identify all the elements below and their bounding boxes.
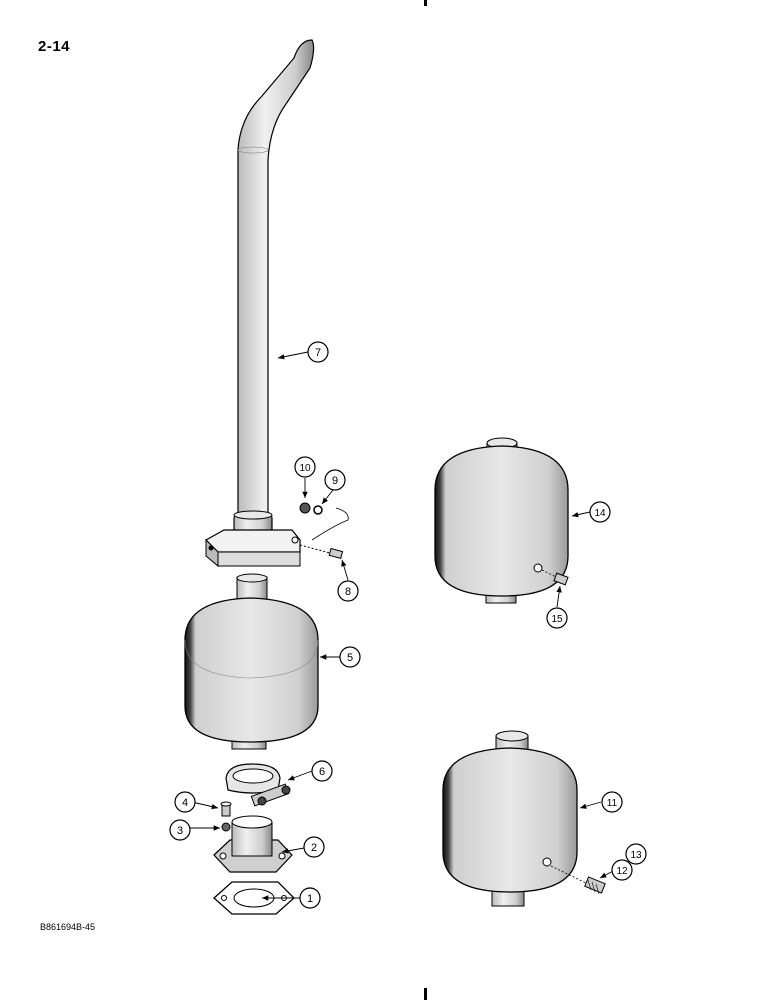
stack-mounting-bracket (205, 529, 301, 568)
exhaust-clamp (225, 763, 291, 807)
callout-leaders (190, 351, 616, 901)
svg-text:12: 12 (616, 866, 628, 877)
callout-3: 3 (169, 819, 191, 841)
svg-text:3: 3 (177, 825, 183, 837)
page-mark-bottom (424, 988, 427, 1000)
page-number: 2-14 (38, 38, 71, 55)
svg-text:2: 2 (311, 842, 317, 854)
svg-text:5: 5 (347, 652, 353, 664)
callout-11: 11 (601, 791, 623, 813)
flange-bolt (220, 801, 232, 832)
flange-gasket (213, 881, 295, 915)
callout-1: 1 (299, 887, 321, 909)
callout-4: 4 (174, 791, 196, 813)
exhaust-flange (213, 815, 293, 873)
callout-14: 14 (589, 501, 611, 523)
muffler-main (184, 573, 319, 750)
svg-text:14: 14 (594, 508, 606, 519)
svg-text:13: 13 (630, 850, 642, 861)
callout-15: 15 (546, 607, 568, 629)
callout-13: 13 (625, 843, 647, 865)
callout-10: 10 (294, 456, 316, 478)
callout-6: 6 (311, 760, 333, 782)
callout-12: 12 (611, 859, 633, 881)
callout-2: 2 (303, 836, 325, 858)
bolt-nut-group (299, 502, 349, 560)
page-mark-top (424, 0, 427, 6)
callout-8: 8 (337, 580, 359, 602)
callout-5: 5 (339, 646, 361, 668)
svg-text:6: 6 (319, 766, 325, 778)
svg-text:7: 7 (315, 347, 321, 359)
svg-text:8: 8 (345, 586, 351, 598)
svg-text:10: 10 (299, 463, 311, 474)
callout-9: 9 (324, 469, 346, 491)
svg-text:4: 4 (182, 797, 188, 809)
muffler-alt-upper (434, 437, 569, 604)
svg-text:9: 9 (332, 475, 338, 487)
reference-code: B861694B-45 (40, 922, 96, 932)
svg-text:15: 15 (551, 614, 563, 625)
muffler-alt-lower (442, 730, 606, 907)
svg-text:1: 1 (307, 893, 313, 905)
svg-text:11: 11 (607, 798, 618, 809)
callout-7: 7 (307, 341, 329, 363)
